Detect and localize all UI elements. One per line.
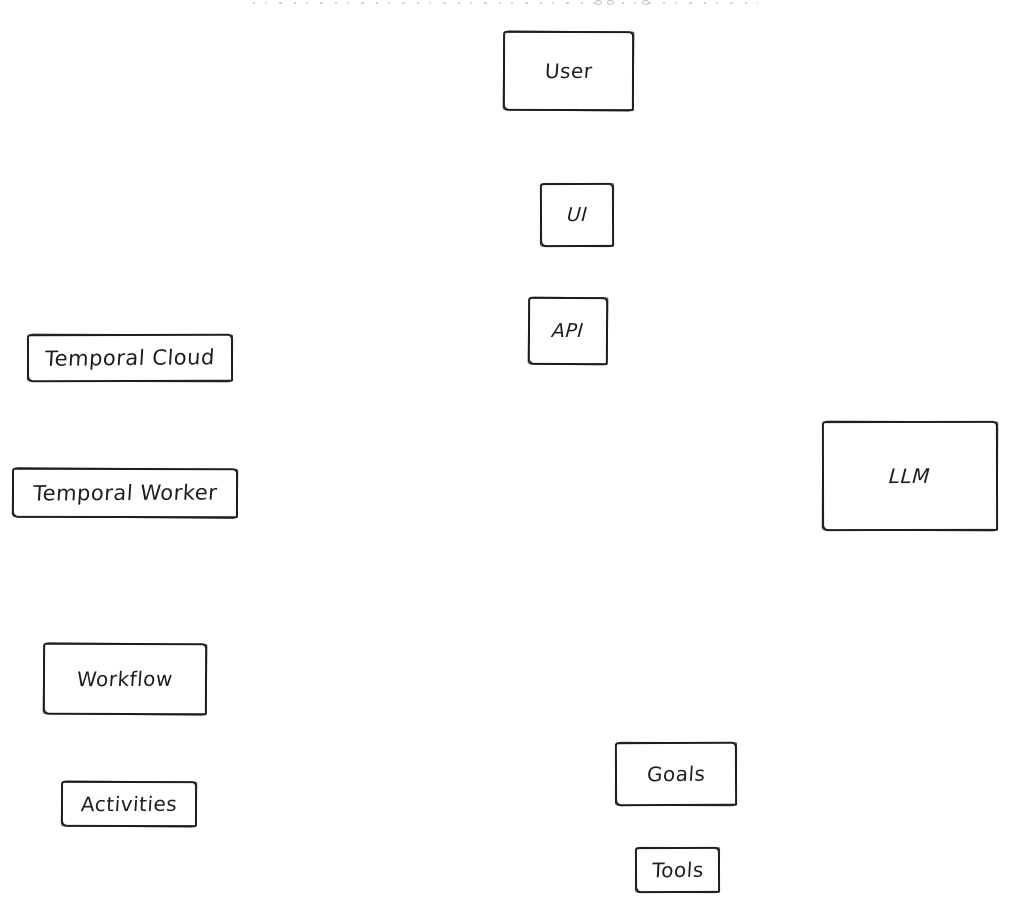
node-tools[interactable]: Tools (634, 846, 721, 894)
node-llm[interactable]: LLM (821, 420, 999, 532)
node-activities[interactable]: Activities (60, 780, 198, 828)
node-temporal-cloud[interactable]: Temporal Cloud (26, 333, 234, 383)
node-temporal-cloud-label: Temporal Cloud (44, 345, 216, 371)
node-workflow-label: Workflow (76, 666, 174, 692)
node-tools-label: Tools (650, 857, 705, 883)
clipped-text-marks (253, 2, 758, 4)
node-ui[interactable]: UI (539, 182, 615, 248)
node-user[interactable]: User (502, 30, 635, 112)
clipped-descender-loop (642, 0, 649, 5)
node-workflow[interactable]: Workflow (42, 642, 208, 716)
node-temporal-worker-label: Temporal Worker (32, 480, 218, 506)
clipped-text-remnant (253, 0, 758, 6)
node-api[interactable]: API (527, 296, 609, 366)
node-activities-label: Activities (80, 791, 178, 817)
node-api-label: API (551, 319, 585, 343)
node-llm-label: LLM (888, 463, 932, 489)
node-user-label: User (543, 58, 594, 84)
node-temporal-worker[interactable]: Temporal Worker (11, 467, 239, 519)
clipped-descender-loop (595, 0, 602, 5)
node-goals-label: Goals (646, 761, 706, 787)
clipped-descender-loop (607, 0, 614, 5)
node-goals[interactable]: Goals (614, 741, 738, 807)
node-ui-label: UI (566, 203, 588, 227)
